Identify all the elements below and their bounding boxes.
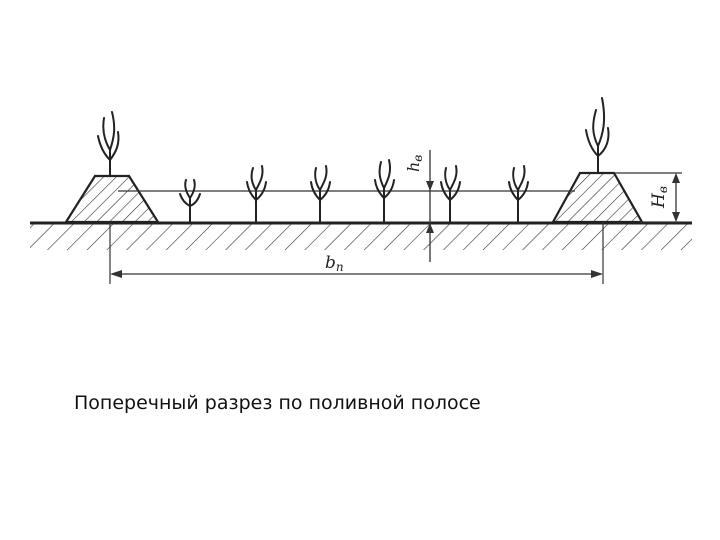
strip-width-dimension [109,222,604,284]
ridge-height-label: Hв [649,186,670,209]
strip-plant-1 [179,179,201,223]
ridge-plant-left [97,111,120,177]
ridge-plant-right [585,97,610,174]
water-depth-dimension [426,150,434,262]
water-depth-label: hв [404,155,425,172]
strip-plant-2 [246,165,267,223]
strip-plant-6 [508,165,529,223]
soil-layer [30,224,692,250]
right-ridge [551,171,644,224]
strip-plant-5 [440,165,461,223]
figure-caption: Поперечный разрез по поливной полосе [74,392,481,414]
strip-plant-3 [310,165,331,223]
strip-width-label: bп [325,253,344,274]
ridge-height-dimension [672,173,680,222]
left-ridge [64,174,160,224]
strip-plant-4 [374,159,395,223]
